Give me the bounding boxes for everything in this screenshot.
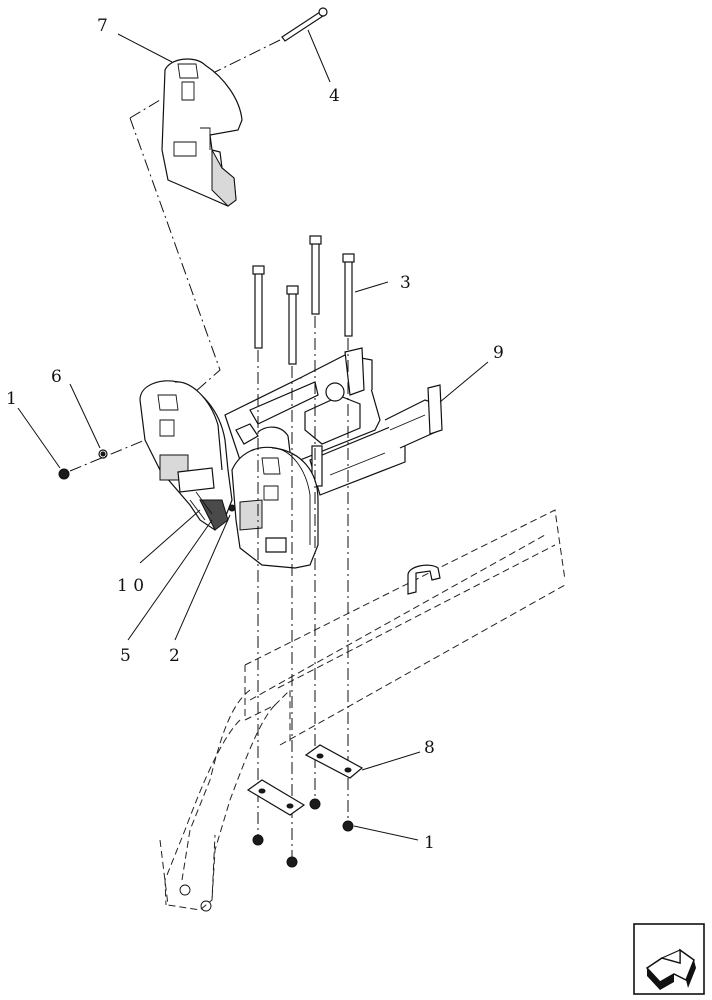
bolts-3 xyxy=(252,235,355,365)
pin-4 xyxy=(281,7,328,42)
callout-1-left: 1 xyxy=(6,389,17,409)
callout-7: 7 xyxy=(97,16,108,36)
callout-9: 9 xyxy=(493,343,504,363)
leader-lines xyxy=(17,29,489,841)
callout-5: 5 xyxy=(120,646,131,666)
suitcase-weights-right xyxy=(231,423,319,569)
tractor-frame-phantom xyxy=(159,509,566,912)
suitcase-weight-top xyxy=(161,58,243,207)
callout-6: 6 xyxy=(51,367,62,387)
suitcase-weights-left xyxy=(139,380,233,531)
next-page-arrow-icon[interactable] xyxy=(633,923,705,995)
callout-2: 2 xyxy=(169,646,180,666)
clamp-plates-8 xyxy=(246,744,364,816)
weight-bracket-frame xyxy=(224,347,443,496)
callout-10: 1 0 xyxy=(117,576,144,596)
callout-1-right: 1 xyxy=(424,833,435,853)
callout-4: 4 xyxy=(329,86,340,106)
callout-3: 3 xyxy=(400,273,411,293)
callout-labels: 7 4 3 9 6 1 1 0 5 2 8 1 xyxy=(6,16,504,853)
callout-8: 8 xyxy=(424,738,435,758)
nuts-1 xyxy=(252,798,354,868)
